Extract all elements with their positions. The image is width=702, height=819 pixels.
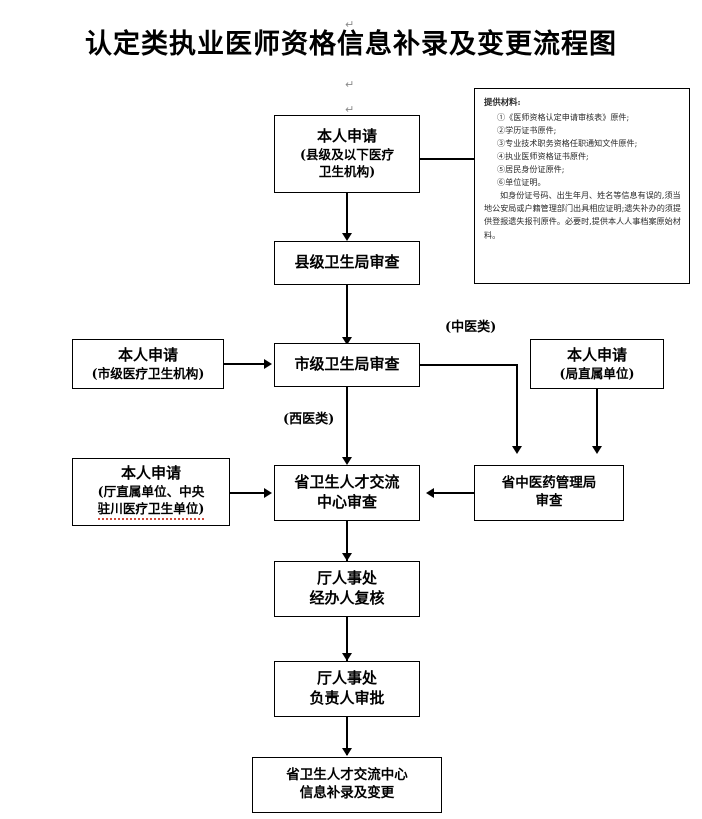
arrowhead-down (342, 233, 352, 241)
node-line: 本人申请 (120, 464, 181, 483)
note-item: ①《医师资格认定申请审核表》原件; (497, 111, 630, 122)
node-line: 市级卫生局审查 (294, 355, 400, 374)
node-line: (厅直属单位、中央 (97, 484, 205, 500)
node-city-bureau-review[interactable]: 市级卫生局审查 (274, 343, 420, 387)
note-item: ⑥单位证明。 (497, 177, 546, 188)
connector-city-review-to-tcm-right (420, 364, 518, 366)
node-line: 省中医药管理局 (501, 475, 597, 492)
node-line: 厅人事处 (316, 569, 377, 588)
node-line: 本人申请 (316, 127, 377, 146)
note-heading: 提供材料: (484, 97, 521, 107)
requirements-note-panel: 提供材料: ①《医师资格认定申请审核表》原件; ②学历证书原件; ③专业技术职务… (474, 88, 690, 284)
node-line: 中心审查 (316, 493, 377, 511)
arrowhead-left (426, 488, 434, 498)
node-line: (县级及以下医疗 (299, 147, 395, 163)
page-title: 认定类执业医师资格信息补录及变更流程图 (85, 29, 617, 60)
arrowhead-down (342, 337, 352, 345)
arrowhead-down (592, 446, 602, 454)
node-province-talent-center-update[interactable]: 省卫生人才交流中心 信息补录及变更 (252, 757, 442, 813)
connector-talent-center-to-hr-officer (346, 521, 348, 561)
node-line: 本人申请 (566, 345, 627, 364)
connector-apply-county-to-county-review (346, 193, 348, 237)
connector-note-to-apply-county (420, 158, 476, 160)
node-line: 审查 (535, 493, 563, 509)
node-line: 本人申请 (117, 345, 178, 364)
paragraph-mark: ↵ (345, 78, 355, 91)
node-line: 县级卫生局审查 (294, 253, 400, 272)
arrowhead-down (342, 553, 352, 561)
connector-bureau-direct-to-tcm (596, 389, 598, 450)
node-dept-hr-head-approval[interactable]: 厅人事处 负责人审批 (274, 661, 420, 717)
connector-hr-officer-to-hr-head (346, 617, 348, 661)
paragraph-mark: ↵ (345, 18, 355, 31)
node-dept-hr-officer-recheck[interactable]: 厅人事处 经办人复核 (274, 561, 420, 617)
note-paragraph: 如身份证号码、出生年月、姓名等信息有误的,须当地公安局或户籍管理部门出具相应证明… (484, 190, 681, 240)
node-line: 驻川医疗卫生单位) (97, 501, 205, 520)
arrowhead-right (264, 488, 272, 498)
edge-label-western: (西医类) (282, 408, 336, 427)
connector-tcm-to-talent-center (434, 492, 474, 494)
connector-apply-city-to-city-review (224, 363, 266, 365)
connector-city-review-to-talent-center (346, 387, 348, 461)
connector-hr-head-to-center-update (346, 717, 348, 755)
node-province-tcm-bureau-review[interactable]: 省中医药管理局 审查 (474, 465, 624, 521)
connector-dept-direct-to-talent-center (230, 492, 266, 494)
node-apply-county[interactable]: 本人申请 (县级及以下医疗 卫生机构) (274, 115, 420, 193)
node-line: 卫生机构) (318, 163, 376, 179)
node-line: 经办人复核 (309, 589, 385, 607)
node-apply-city[interactable]: 本人申请 (市级医疗卫生机构) (72, 339, 224, 389)
arrowhead-down (342, 457, 352, 465)
node-line: 厅人事处 (316, 669, 377, 688)
note-item: ③专业技术职务资格任职通知文件原件; (497, 137, 638, 148)
node-line: (市级医疗卫生机构) (91, 365, 205, 381)
node-line: (局直属单位) (559, 365, 635, 381)
node-apply-bureau-direct[interactable]: 本人申请 (局直属单位) (530, 339, 664, 389)
node-line: 负责人审批 (309, 689, 385, 707)
node-apply-dept-direct[interactable]: 本人申请 (厅直属单位、中央 驻川医疗卫生单位) (72, 458, 230, 526)
arrowhead-down (512, 446, 522, 454)
node-line: 信息补录及变更 (299, 785, 395, 801)
note-item: ⑤居民身份证原件; (497, 164, 565, 175)
node-county-bureau-review[interactable]: 县级卫生局审查 (274, 241, 420, 285)
node-line: 省卫生人才交流 (294, 473, 400, 492)
node-line: 省卫生人才交流中心 (286, 767, 408, 784)
paragraph-mark: ↵ (345, 103, 355, 116)
edge-label-tcm: (中医类) (444, 316, 498, 335)
arrowhead-down (342, 653, 352, 661)
connector-city-review-to-tcm-down (516, 364, 518, 450)
node-province-talent-center-review[interactable]: 省卫生人才交流 中心审查 (274, 465, 420, 521)
note-item: ②学历证书原件; (497, 124, 557, 135)
arrowhead-right (264, 359, 272, 369)
note-item: ④执业医师资格证书原件; (497, 150, 589, 161)
arrowhead-down (342, 748, 352, 756)
connector-county-review-to-city-review (346, 285, 348, 341)
